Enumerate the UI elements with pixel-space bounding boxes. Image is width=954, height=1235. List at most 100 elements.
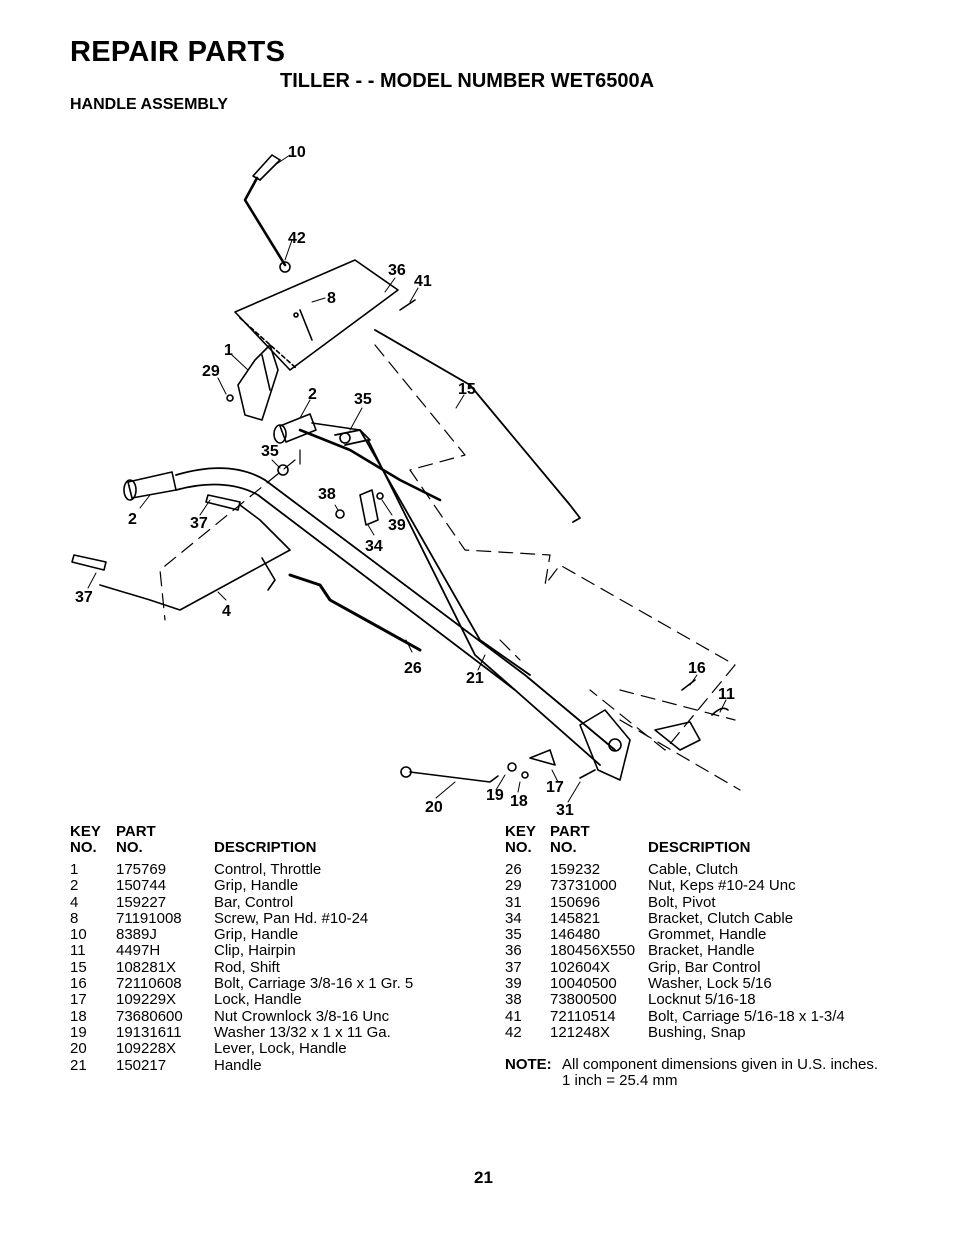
description: Bolt, Pivot — [648, 893, 716, 911]
key-no: 20 — [70, 1040, 87, 1058]
key-no: 15 — [70, 958, 87, 976]
description: Control, Throttle — [214, 861, 322, 878]
locknut-38 — [335, 509, 345, 519]
key-no: 37 — [505, 958, 522, 976]
callout: 2 — [128, 511, 137, 528]
description: Cable, Clutch — [648, 861, 739, 878]
callout: 29 — [202, 363, 220, 380]
key-no: 36 — [505, 942, 522, 960]
part-no: 175769 — [116, 861, 167, 878]
callout: 2 — [308, 386, 317, 403]
callout: 26 — [404, 660, 422, 677]
part-no: 146480 — [550, 926, 601, 944]
callout: 41 — [414, 273, 432, 290]
key-no: 29 — [505, 877, 522, 895]
key-no: 26 — [505, 861, 522, 878]
col-part-top: PART — [116, 823, 156, 840]
part-no: 71191008 — [116, 909, 182, 927]
col-desc: DESCRIPTION — [648, 839, 751, 856]
key-no: 18 — [70, 1007, 87, 1025]
description: Bolt, Carriage 5/16-18 x 1-3/4 — [648, 1007, 845, 1025]
callout: 38 — [318, 486, 336, 503]
callout: 36 — [388, 262, 406, 279]
control-bar — [99, 504, 291, 611]
main-handle-tube — [175, 429, 616, 766]
col-part: NO. — [550, 839, 577, 856]
description: Bracket, Handle — [648, 942, 755, 960]
description: Bracket, Clutch Cable — [648, 909, 794, 927]
hairpin-clip — [711, 707, 729, 716]
lock-washer-39 — [376, 492, 384, 500]
description: Grip, Handle — [214, 877, 299, 895]
key-no: 21 — [70, 1056, 87, 1074]
col-key-top: KEY — [505, 823, 536, 840]
bar-control-grip-37 — [71, 494, 241, 571]
part-no: 72110514 — [550, 1007, 616, 1025]
description: Bushing, Snap — [648, 1023, 746, 1041]
control-bar-link — [261, 557, 276, 591]
table-header-top: KEY PART — [70, 823, 413, 840]
part-no: 121248X — [550, 1023, 611, 1041]
key-no: 19 — [70, 1023, 87, 1041]
callout: 31 — [556, 802, 574, 819]
section-heading: HANDLE ASSEMBLY — [70, 96, 228, 113]
clutch-cable-bracket — [359, 489, 379, 526]
key-no: 35 — [505, 926, 522, 944]
callout: 35 — [354, 391, 372, 408]
callout: 35 — [261, 443, 279, 460]
part-no: 10040500 — [550, 975, 617, 993]
part-no: 73680600 — [116, 1007, 183, 1025]
description: Grommet, Handle — [648, 926, 767, 944]
grommet-35-upper — [339, 432, 351, 444]
callout: 37 — [75, 589, 93, 606]
throttle-control — [226, 344, 279, 421]
description: Bar, Control — [214, 893, 294, 911]
note-line-2: 1 inch = 25.4 mm — [562, 1072, 678, 1089]
part-no: 108281X — [116, 958, 177, 976]
part-no: 72110608 — [116, 975, 182, 993]
table-row: 35 146480 Grommet, Handle — [505, 926, 845, 944]
key-no: 8 — [70, 909, 79, 927]
part-no: 159227 — [116, 893, 167, 911]
lock-lever — [400, 749, 596, 783]
callout: 8 — [327, 290, 336, 307]
col-part-top: PART — [550, 823, 590, 840]
key-no: 2 — [70, 877, 79, 895]
callout: 4 — [222, 603, 231, 620]
table-header: NO. NO. DESCRIPTION — [70, 839, 413, 860]
page-title: REPAIR PARTS — [70, 36, 286, 68]
table-header: NO. NO. DESCRIPTION — [505, 839, 845, 860]
part-no: 109229X — [116, 991, 177, 1009]
callout: 17 — [546, 779, 564, 796]
dashed-frame-lines — [159, 344, 741, 791]
part-no: 159232 — [550, 861, 601, 878]
grommet-35-lower — [277, 464, 289, 476]
description: Grip, Handle — [214, 926, 299, 944]
callout: 10 — [288, 144, 306, 161]
shift-rod — [374, 329, 581, 523]
handle-assembly-diagram: 10 42 36 41 8 1 29 2 35 15 35 38 2 37 39… — [71, 144, 741, 819]
description: Nut, Keps #10-24 Unc — [648, 877, 796, 895]
table-header-top: KEY PART — [505, 823, 845, 840]
parts-table-right: KEY PART NO. NO. DESCRIPTION 26 159232 Cab… — [505, 823, 845, 1041]
col-desc: DESCRIPTION — [214, 839, 317, 856]
part-no: 150696 — [550, 893, 601, 911]
note-label: NOTE: — [505, 1056, 552, 1073]
key-no: 39 — [505, 975, 522, 993]
callout: 39 — [388, 517, 406, 534]
key-no: 38 — [505, 991, 522, 1009]
description: Rod, Shift — [214, 958, 280, 976]
col-key-top: KEY — [70, 823, 101, 840]
